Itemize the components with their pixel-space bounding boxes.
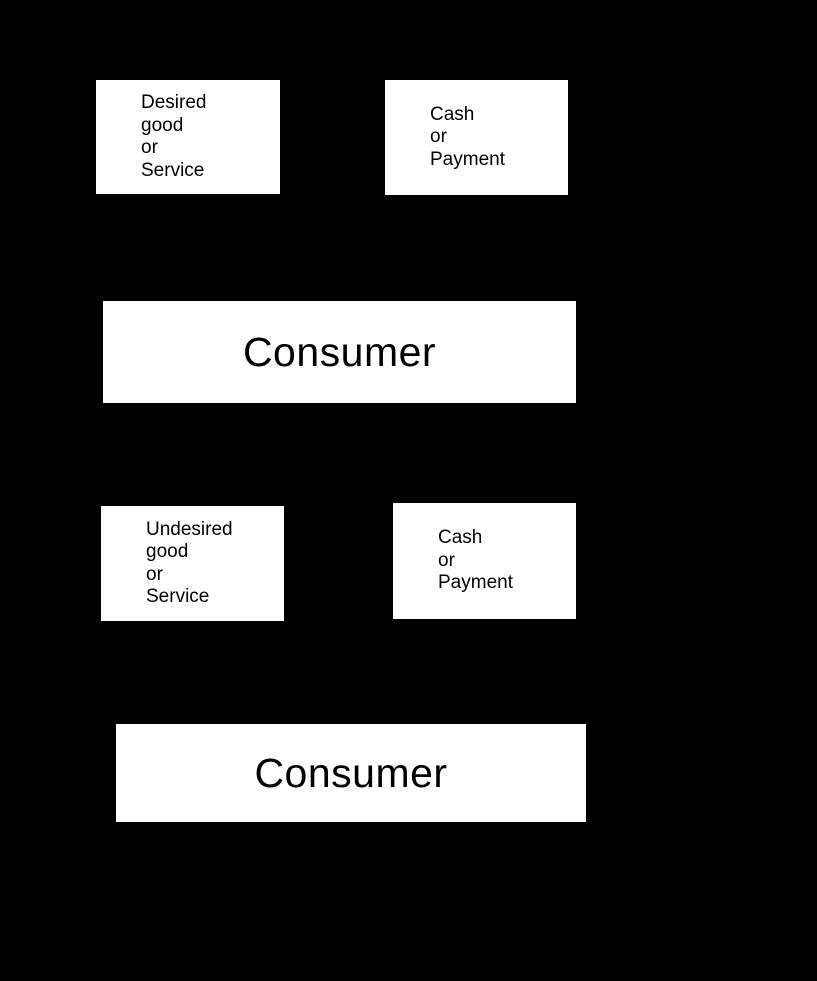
consumer-top-label: Consumer [242, 328, 437, 375]
consumer-top-box: Consumer [102, 300, 577, 404]
undesired-good-or-service-box: Undesired good or Service [100, 505, 285, 622]
desired-good-or-service-label: Desired good or Service [141, 92, 207, 181]
cash-or-payment-top-label: Cash or Payment [430, 103, 505, 170]
cash-or-payment-bottom-box: Cash or Payment [392, 502, 577, 620]
desired-good-or-service-box: Desired good or Service [95, 79, 281, 195]
consumer-bottom-label: Consumer [254, 749, 448, 796]
undesired-good-or-service-label: Undesired good or Service [146, 518, 233, 608]
cash-or-payment-top-box: Cash or Payment [384, 79, 569, 196]
cash-or-payment-bottom-label: Cash or Payment [438, 527, 513, 594]
consumer-bottom-box: Consumer [115, 723, 587, 823]
